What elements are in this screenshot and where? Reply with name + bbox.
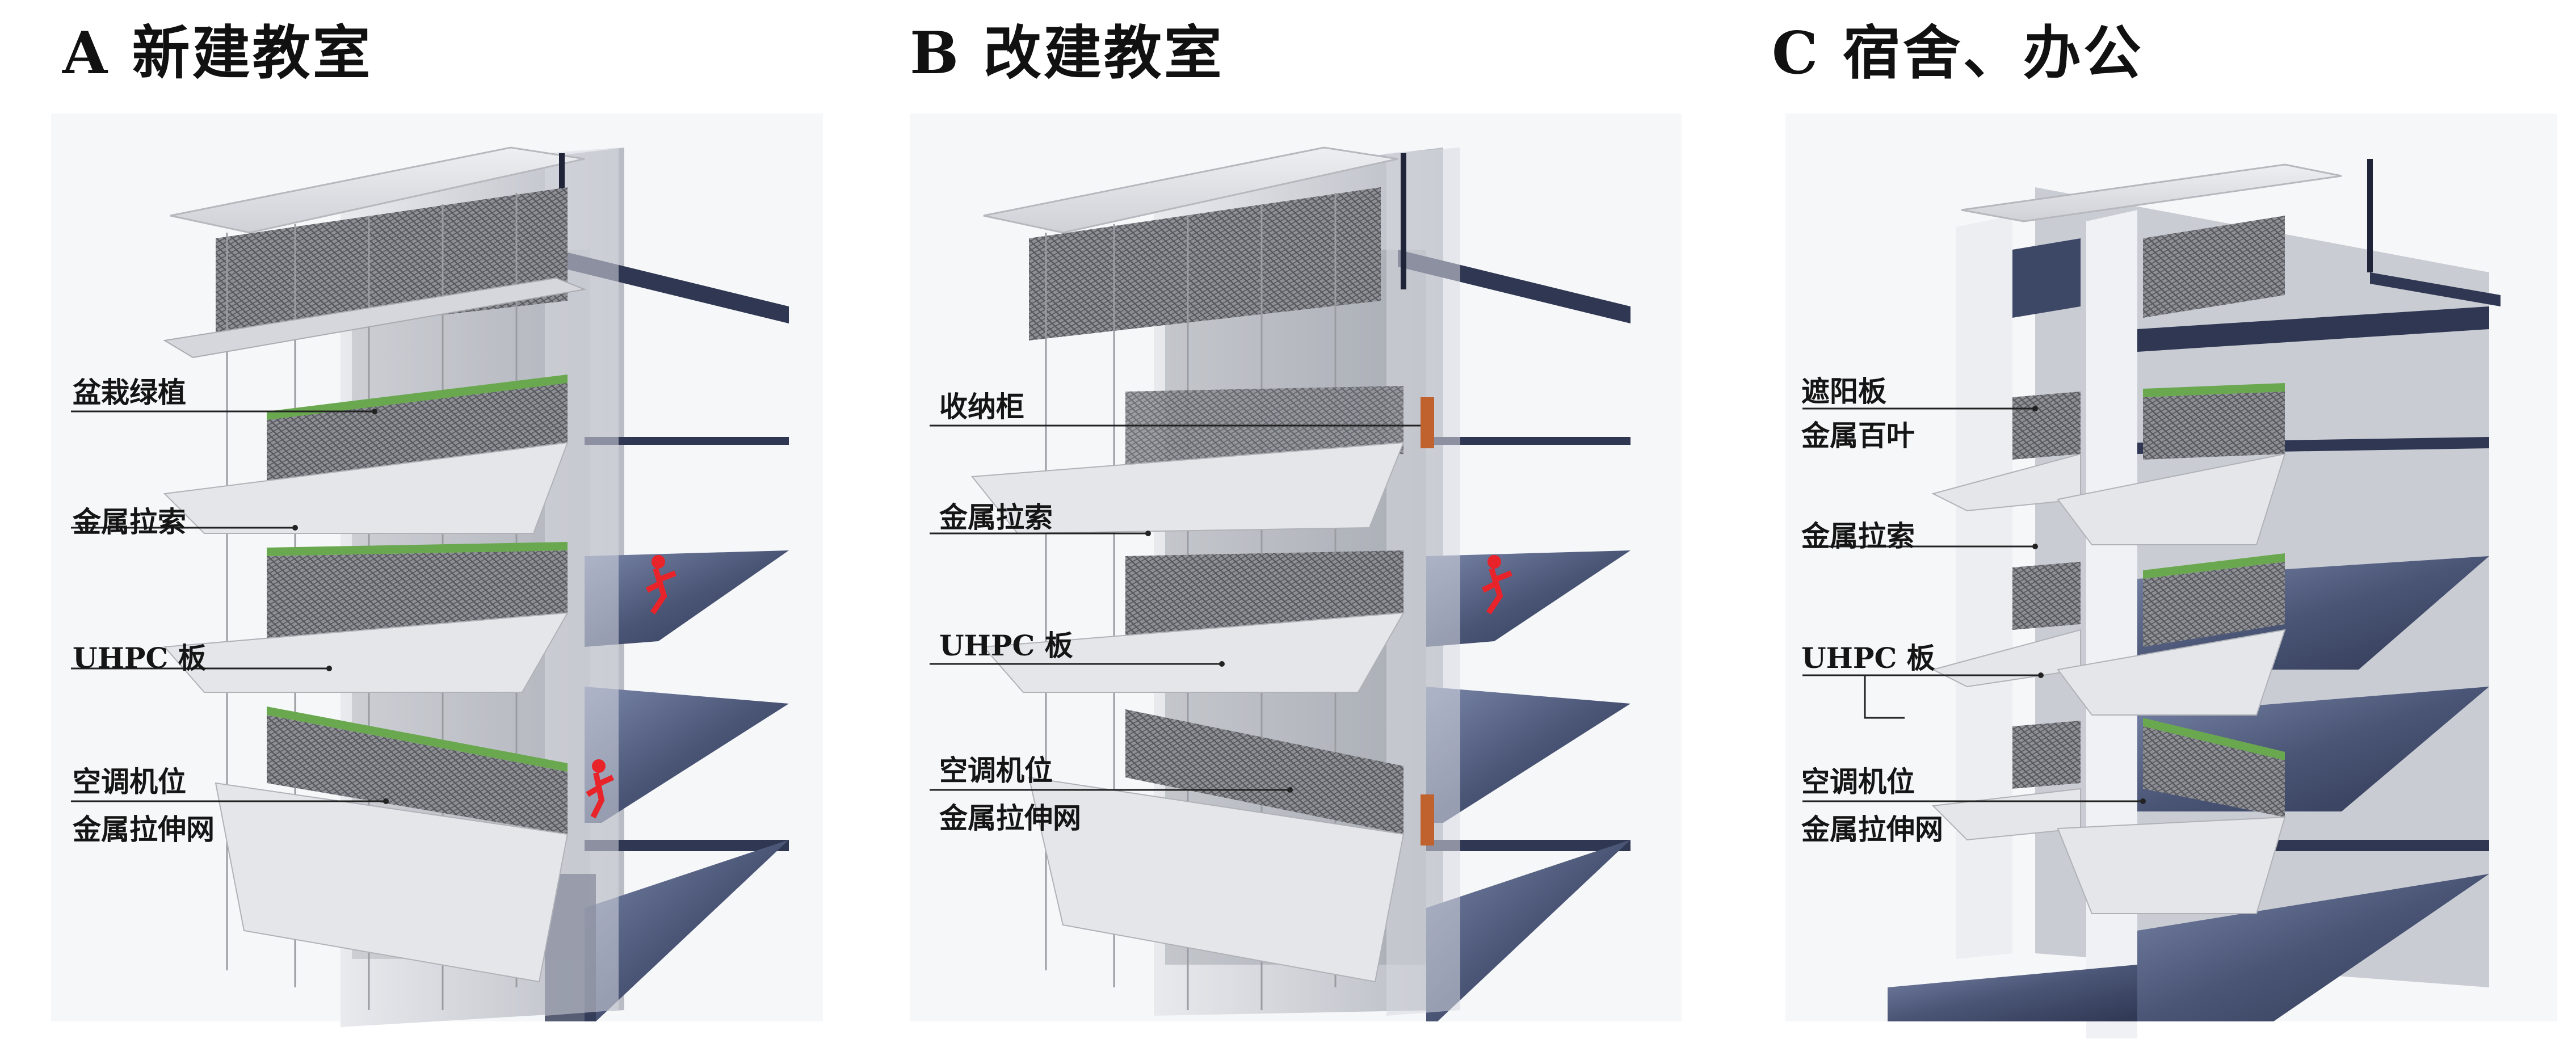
- callout-label: UHPC 板: [73, 641, 207, 675]
- callout-label: 空调机位: [1801, 765, 1915, 798]
- callout-label: 遮阳板: [1801, 375, 1886, 408]
- panel-b: B 改建教室: [859, 0, 1717, 1060]
- person-figure-icon: [1481, 555, 1512, 615]
- panel-c: C 宿舍、办公: [1717, 0, 2576, 1060]
- building-section-drawing: [910, 113, 1682, 1021]
- callout-label: 金属百叶: [1801, 419, 1915, 452]
- building-section-drawing: [51, 113, 823, 1027]
- callout-label: UHPC 板: [1801, 641, 1935, 675]
- panel-a: A 新建教室: [0, 0, 859, 1060]
- callout-label: 金属拉索: [1801, 519, 1915, 553]
- callout-label: 空调机位: [939, 754, 1053, 787]
- callout-label: 金属拉索: [939, 500, 1053, 534]
- callout-label: 金属拉伸网: [1801, 813, 1943, 846]
- building-section-drawing: [1785, 113, 2557, 1038]
- panel-title: A 新建教室: [62, 19, 373, 87]
- callout-label: 盆栽绿植: [73, 376, 186, 409]
- panel-title: C 宿舍、办公: [1772, 19, 2144, 87]
- callout-label: 空调机位: [73, 765, 186, 798]
- callout-label: 金属拉伸网: [73, 813, 215, 846]
- person-figure-icon: [645, 555, 676, 615]
- panel-title: B 改建教室: [910, 19, 1224, 87]
- callout-label: UHPC 板: [939, 629, 1073, 662]
- person-figure-icon: [586, 759, 615, 819]
- callout-label: 金属拉索: [73, 505, 186, 539]
- callout-label: 收纳柜: [939, 390, 1024, 423]
- callout-label: 金属拉伸网: [939, 801, 1081, 835]
